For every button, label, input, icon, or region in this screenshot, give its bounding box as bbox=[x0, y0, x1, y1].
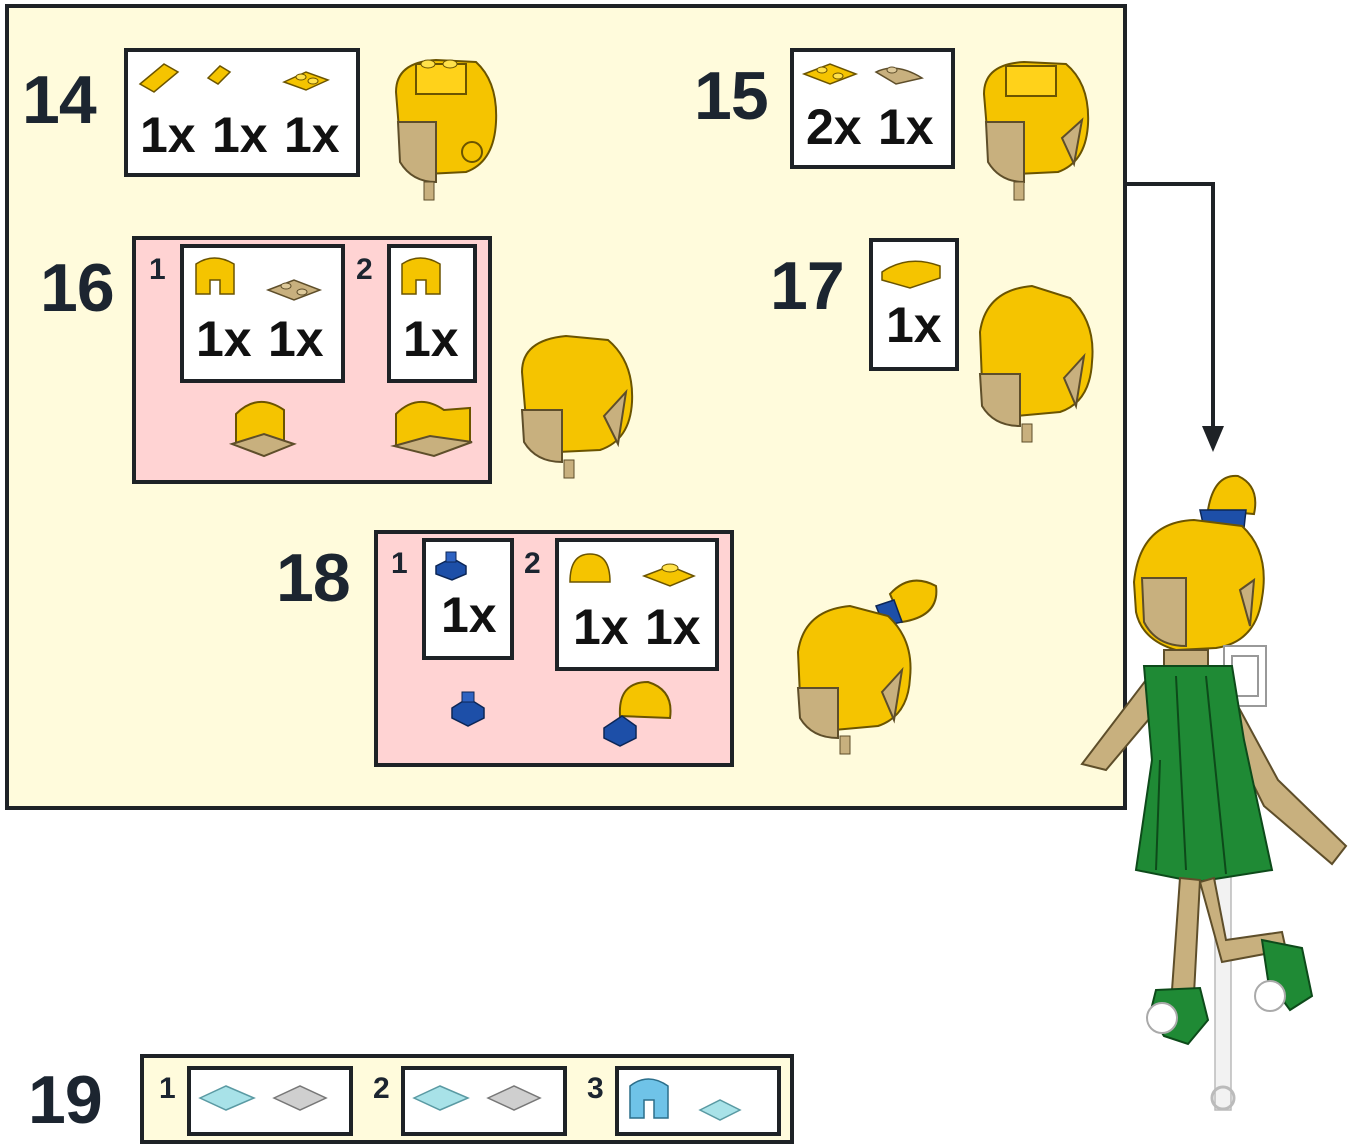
part-qty-18-2-a: 1x bbox=[573, 602, 629, 652]
part-qty-16-1-a: 1x bbox=[196, 314, 252, 364]
substep-label-18-1: 1 bbox=[391, 549, 408, 579]
head-model-step-16 bbox=[512, 320, 642, 480]
substep-label-19-2: 2 bbox=[373, 1074, 390, 1104]
substep-label-19-1: 1 bbox=[159, 1074, 176, 1104]
substep-label-16-1: 1 bbox=[149, 255, 166, 285]
step-number-14: 14 bbox=[22, 66, 96, 134]
step-number-18: 18 bbox=[276, 544, 350, 612]
part-icons-19-2 bbox=[410, 1074, 560, 1119]
subassembly-result-18-1 bbox=[446, 690, 490, 730]
part-qty-17-a: 1x bbox=[886, 300, 942, 350]
part-qty-16-2-a: 1x bbox=[403, 314, 459, 364]
part-qty-18-2-b: 1x bbox=[645, 602, 701, 652]
subassembly-result-16-1 bbox=[228, 388, 298, 464]
part-qty-14-c: 1x bbox=[284, 110, 340, 160]
substep-label-19-3: 3 bbox=[587, 1074, 604, 1104]
part-qty-18-1-a: 1x bbox=[441, 590, 497, 640]
head-model-step-18 bbox=[790, 566, 950, 756]
step-number-17: 17 bbox=[770, 252, 844, 320]
part-qty-14-a: 1x bbox=[140, 110, 196, 160]
step-number-15: 15 bbox=[694, 62, 768, 130]
connector-arrow bbox=[1125, 180, 1225, 460]
part-icons-14 bbox=[136, 58, 356, 98]
subassembly-result-18-2 bbox=[600, 676, 680, 748]
step-number-19: 19 bbox=[28, 1066, 102, 1134]
part-icons-19-3 bbox=[624, 1072, 774, 1120]
step-number-16: 16 bbox=[40, 254, 114, 322]
part-icons-18-1 bbox=[432, 550, 472, 582]
part-qty-15-a: 2x bbox=[806, 102, 862, 152]
substep-label-16-2: 2 bbox=[356, 255, 373, 285]
subassembly-result-16-2 bbox=[390, 386, 476, 466]
substep-label-18-2: 2 bbox=[524, 549, 541, 579]
part-icons-19-1 bbox=[196, 1074, 346, 1119]
part-icons-15 bbox=[800, 56, 950, 96]
part-qty-14-b: 1x bbox=[212, 110, 268, 160]
minifig-assembled-model bbox=[1076, 470, 1355, 1119]
part-icons-16-1 bbox=[190, 252, 340, 302]
part-qty-16-1-b: 1x bbox=[268, 314, 324, 364]
head-model-step-17 bbox=[972, 282, 1102, 444]
head-model-step-15 bbox=[970, 42, 1100, 202]
part-icons-16-2 bbox=[398, 252, 458, 302]
part-icons-18-2 bbox=[566, 550, 716, 594]
part-qty-15-b: 1x bbox=[878, 102, 934, 152]
part-icons-17 bbox=[878, 248, 950, 298]
head-model-step-14 bbox=[376, 42, 506, 202]
